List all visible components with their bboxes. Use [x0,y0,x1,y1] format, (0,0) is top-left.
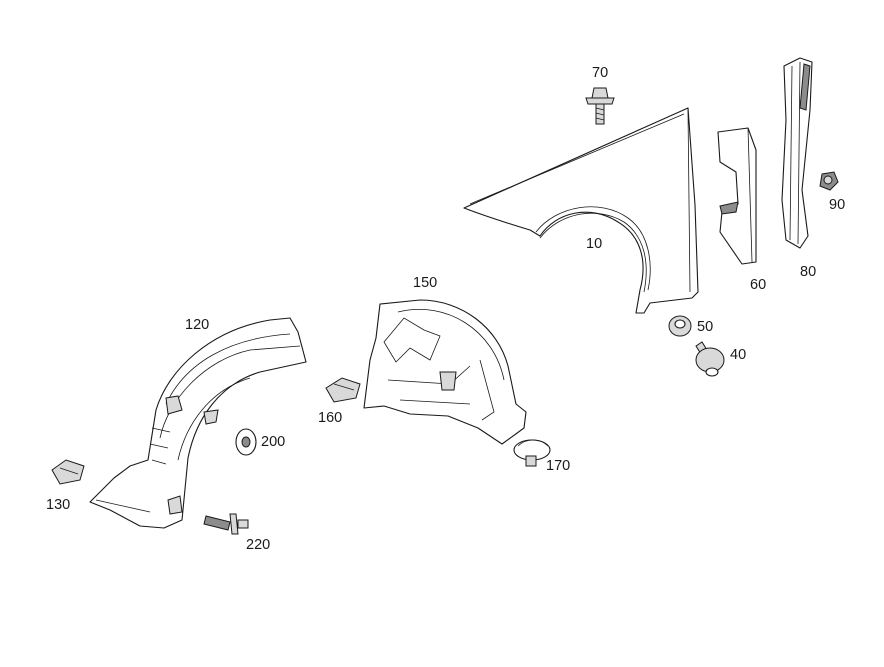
wheel-arch-liner-part-150 [363,299,527,445]
wheel-arch-liner-part-120 [89,317,307,529]
part-label-40: 40 [730,347,746,363]
clip-part-160 [325,377,361,403]
part-label-120: 120 [185,317,209,333]
bolt-part-70 [585,87,615,125]
clip-part-130 [51,459,85,485]
push-pin-part-220 [203,513,249,535]
part-label-10: 10 [586,236,602,252]
part-label-220: 220 [246,537,270,553]
part-label-50: 50 [697,319,713,335]
part-label-60: 60 [750,277,766,293]
part-label-130: 130 [46,497,70,513]
part-label-160: 160 [318,410,342,426]
screw-part-40 [695,341,725,377]
nut-part-50 [668,315,692,337]
strip-part-80 [781,57,813,249]
part-label-170: 170 [546,458,570,474]
rivet-part-170 [513,439,551,467]
pad-part-60 [717,127,757,265]
clip-part-90 [819,171,839,191]
part-label-80: 80 [800,264,816,280]
part-label-150: 150 [413,275,437,291]
fender-part-10 [463,107,699,314]
part-label-200: 200 [261,434,285,450]
part-label-70: 70 [592,65,608,81]
nut-part-200 [235,428,257,456]
part-label-90: 90 [829,197,845,213]
